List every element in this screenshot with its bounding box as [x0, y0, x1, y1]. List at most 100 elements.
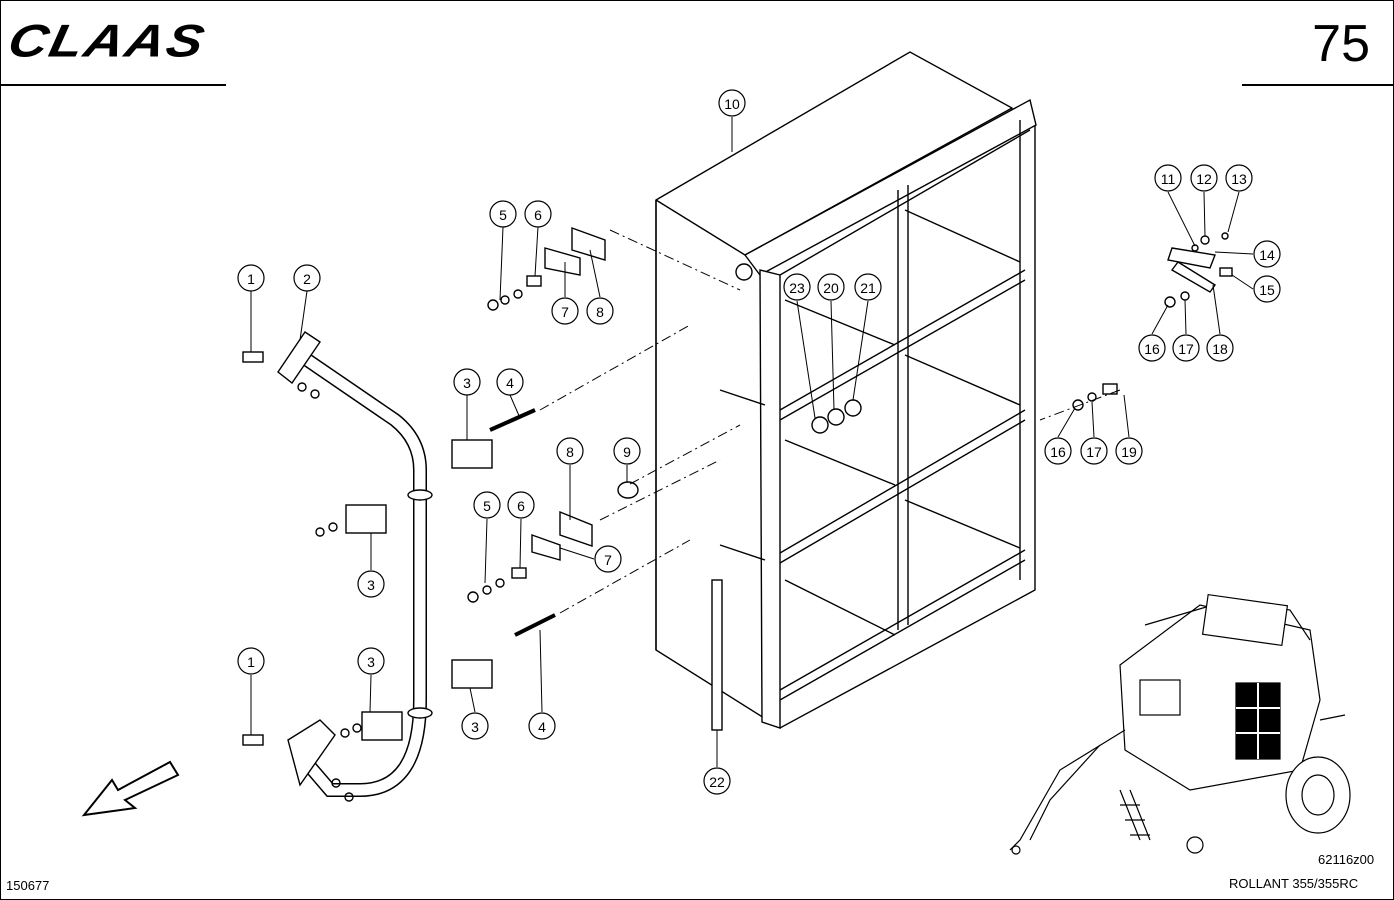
callout-circle [594, 545, 622, 573]
callout-label: 18 [1212, 341, 1228, 357]
callout-label: 3 [367, 577, 375, 593]
callout-label: 14 [1259, 247, 1275, 263]
callout-7: 7 [551, 297, 579, 325]
header-rule-left [0, 84, 226, 86]
callout-circle [613, 437, 641, 465]
callout-circle [1138, 334, 1166, 362]
header-rule-right [1242, 84, 1394, 86]
callout-label: 8 [596, 304, 604, 320]
callout-label: 5 [483, 498, 491, 514]
callout-label: 7 [561, 304, 569, 320]
callout-circle [703, 767, 731, 795]
callout-4: 4 [496, 368, 524, 396]
callout-16: 16 [1044, 437, 1072, 465]
callout-label: 5 [499, 207, 507, 223]
callout-3: 3 [357, 647, 385, 675]
callout-label: 4 [506, 375, 514, 391]
callout-18: 18 [1206, 334, 1234, 362]
callout-label: 3 [463, 375, 471, 391]
callout-circle [551, 297, 579, 325]
callout-8: 8 [586, 297, 614, 325]
callout-circle [237, 647, 265, 675]
callout-10: 10 [718, 89, 746, 117]
callout-6: 6 [507, 491, 535, 519]
callout-7: 7 [594, 545, 622, 573]
callout-circle [357, 570, 385, 598]
callout-circle [1115, 437, 1143, 465]
callout-circle [1044, 437, 1072, 465]
callout-circle [453, 368, 481, 396]
callout-label: 6 [534, 207, 542, 223]
frame-box [655, 51, 1037, 729]
callout-17: 17 [1172, 334, 1200, 362]
callout-22: 22 [703, 767, 731, 795]
callout-6: 6 [524, 200, 552, 228]
callout-20: 20 [817, 273, 845, 301]
callout-label: 4 [538, 719, 546, 735]
callout-4: 4 [528, 712, 556, 740]
callout-15: 15 [1253, 275, 1281, 303]
callout-1: 1 [237, 264, 265, 292]
callout-3: 3 [461, 712, 489, 740]
callout-circle [1190, 164, 1218, 192]
callout-circle [1206, 334, 1234, 362]
callout-label: 23 [789, 280, 805, 296]
callout-circle [1154, 164, 1182, 192]
callout-label: 22 [709, 774, 725, 790]
callout-label: 13 [1231, 171, 1247, 187]
page-number: 75 [1312, 15, 1370, 73]
callout-circle [1253, 275, 1281, 303]
callout-14: 14 [1253, 240, 1281, 268]
handrail [277, 331, 433, 797]
doc-number: 150677 [6, 878, 50, 893]
callout-label: 12 [1196, 171, 1212, 187]
callout-label: 20 [823, 280, 839, 296]
callout-label: 15 [1259, 282, 1275, 298]
callout-circle [473, 491, 501, 519]
callout-label: 11 [1161, 171, 1176, 187]
callout-label: 3 [471, 719, 479, 735]
callout-label: 21 [860, 280, 876, 296]
callout-circle [783, 273, 811, 301]
callout-16: 16 [1138, 334, 1166, 362]
callout-3: 3 [453, 368, 481, 396]
callout-17: 17 [1080, 437, 1108, 465]
callout-11: 11 [1154, 164, 1182, 192]
callout-label: 8 [566, 444, 574, 460]
callout-circle [489, 200, 517, 228]
callout-circle [237, 264, 265, 292]
callout-circle [1080, 437, 1108, 465]
callout-5: 5 [489, 200, 517, 228]
callout-3: 3 [357, 570, 385, 598]
callout-label: 19 [1121, 444, 1137, 460]
callout-label: 10 [724, 96, 740, 112]
callout-circle [556, 437, 584, 465]
callout-circle [1225, 164, 1253, 192]
callout-circle [496, 368, 524, 396]
callout-label: 1 [247, 654, 255, 670]
callout-1: 1 [237, 647, 265, 675]
callout-label: 7 [604, 552, 612, 568]
callout-5: 5 [473, 491, 501, 519]
leader-lines [250, 117, 1254, 767]
callout-label: 6 [517, 498, 525, 514]
callout-label: 2 [303, 271, 311, 287]
callout-circle [817, 273, 845, 301]
baler-overview-sketch [1009, 593, 1351, 855]
callout-23: 23 [783, 273, 811, 301]
callout-circle [854, 273, 882, 301]
callout-label: 16 [1050, 444, 1066, 460]
model-name: ROLLANT 355/355RC [1229, 876, 1359, 891]
callout-circle [293, 264, 321, 292]
small-hardware [242, 227, 1233, 802]
callout-circle [507, 491, 535, 519]
callout-label: 3 [367, 654, 375, 670]
callout-circle [528, 712, 556, 740]
callout-21: 21 [854, 273, 882, 301]
callout-circle [357, 647, 385, 675]
callout-19: 19 [1115, 437, 1143, 465]
callout-9: 9 [613, 437, 641, 465]
callout-2: 2 [293, 264, 321, 292]
